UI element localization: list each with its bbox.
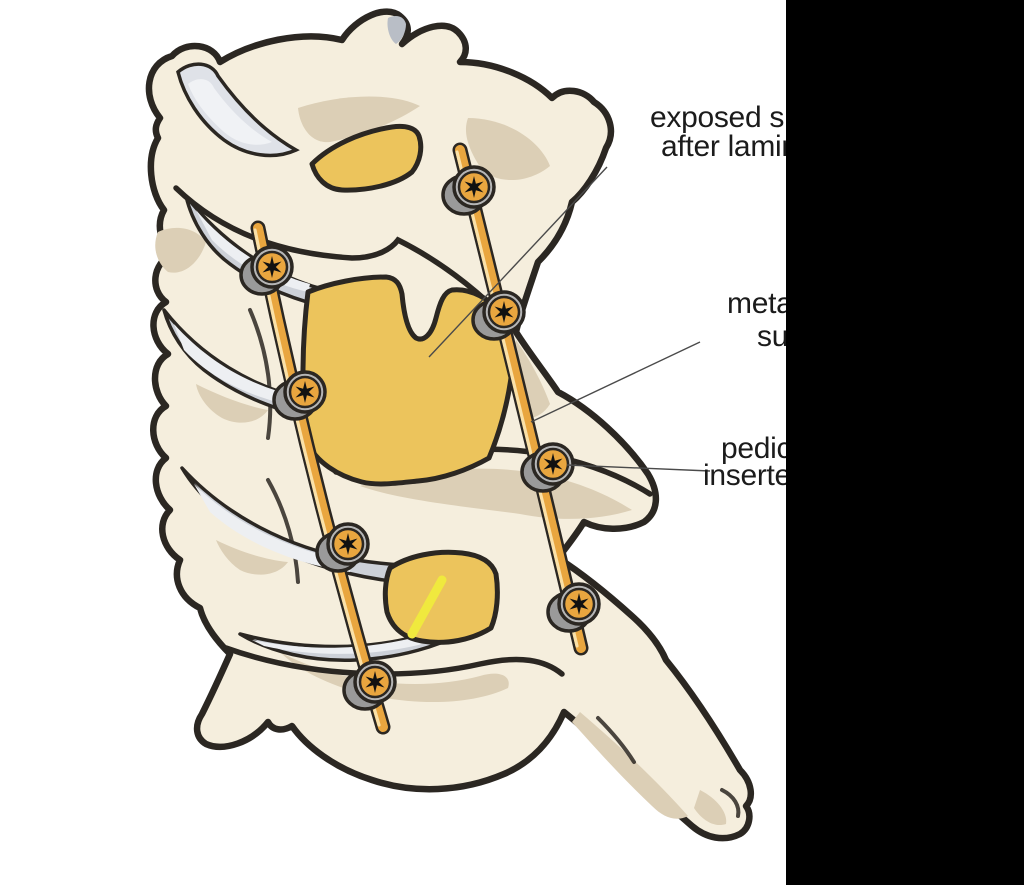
bone-shading — [155, 96, 727, 826]
label-exposed-cord-line1: exposed sp — [650, 101, 801, 134]
spinous-tip-shading — [387, 16, 406, 44]
label-pedicle-screw-line1: pedic — [721, 432, 792, 465]
leader-line-pedicle-screw — [566, 464, 711, 472]
laminectomy-windows — [300, 123, 515, 645]
spinal-rod-right — [452, 142, 589, 656]
leader-line-exposed-cord — [428, 166, 608, 358]
exposed-cord-window-top — [309, 123, 424, 193]
leader-lines — [428, 166, 711, 472]
wing-crescent-highlight — [188, 79, 272, 145]
label-metal-rod-line1: meta — [727, 287, 793, 320]
spinal-rod-left — [250, 220, 391, 735]
right-black-panel — [786, 0, 1024, 885]
leader-line-metal-rod — [530, 341, 701, 423]
label-metal-rod-line2: su — [757, 320, 789, 353]
label-exposed-cord-line2: after lamin — [661, 130, 798, 163]
label-pedicle-screw-line2: inserte — [703, 459, 791, 492]
exposed-cord-window-bottom — [382, 549, 500, 645]
cord-highlight — [407, 575, 447, 639]
